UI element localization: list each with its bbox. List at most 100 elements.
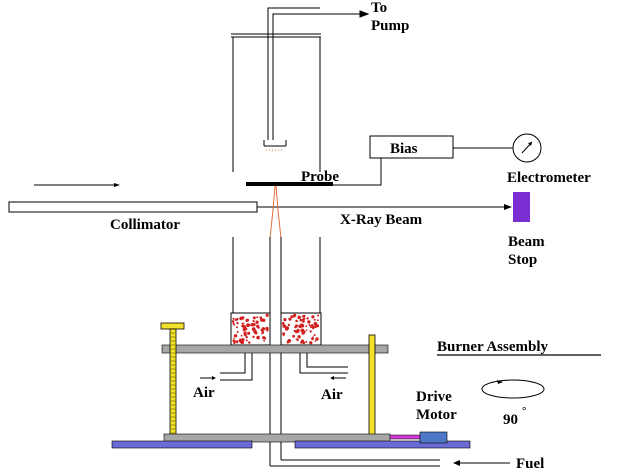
beam-stop xyxy=(513,192,530,222)
mesh-dot xyxy=(296,329,300,333)
mesh-dot xyxy=(241,338,245,342)
electrometer-dial-icon xyxy=(512,133,542,163)
mesh-dot xyxy=(233,334,238,338)
xray-beam-label: X-Ray Beam xyxy=(340,212,423,228)
mesh-dot xyxy=(235,340,239,343)
mesh-dot xyxy=(257,326,260,329)
mesh-dot xyxy=(241,322,244,325)
probe-plate xyxy=(246,182,333,186)
rotation-arrow-icon xyxy=(481,379,545,399)
mesh-dot xyxy=(281,322,285,325)
collimator xyxy=(8,201,258,213)
air-inlet-right xyxy=(299,353,348,374)
mesh-dot xyxy=(240,340,245,345)
air-inlet-left xyxy=(220,353,253,381)
degree-mark: ° xyxy=(522,405,526,417)
mesh-dot xyxy=(236,331,239,333)
mesh-dot xyxy=(244,326,247,329)
mesh-dot xyxy=(311,315,315,319)
screw-ticks xyxy=(170,332,176,438)
mesh-dot xyxy=(233,337,235,340)
mesh-dot xyxy=(288,317,292,321)
flame xyxy=(269,185,282,239)
mesh-dot xyxy=(256,335,260,340)
mesh-dot xyxy=(263,337,267,340)
mesh-dot xyxy=(261,328,264,331)
mesh-dot xyxy=(300,323,305,328)
fuel-label: Fuel xyxy=(516,456,544,470)
collimator-label: Collimator xyxy=(110,217,180,233)
mesh-dot xyxy=(292,334,295,338)
mesh-dot xyxy=(314,340,317,343)
mesh-dot xyxy=(313,334,316,337)
mesh-dot xyxy=(306,317,309,320)
mesh-dot xyxy=(250,323,254,327)
mesh-dot xyxy=(241,316,245,320)
mesh-dot xyxy=(251,327,256,331)
air-arrow-left xyxy=(200,376,216,380)
mesh-dot xyxy=(295,324,298,328)
incoming-arrow xyxy=(34,183,120,187)
mesh-dot xyxy=(231,320,235,323)
guide-post-right xyxy=(368,334,376,444)
burner-assembly-label: Burner Assembly xyxy=(437,339,548,355)
mesh-dot xyxy=(265,313,269,317)
mesh-dot xyxy=(287,323,290,327)
mesh-dot xyxy=(248,341,251,344)
mesh-dot xyxy=(245,335,248,339)
mesh-dot xyxy=(260,318,264,322)
mesh-dot xyxy=(266,329,269,332)
mesh-dot xyxy=(292,315,295,318)
mesh-dot xyxy=(252,316,256,320)
mesh-dot xyxy=(248,324,251,327)
mesh-dot xyxy=(298,317,301,320)
mesh-dot xyxy=(301,318,304,321)
mesh-dot xyxy=(252,320,255,323)
mesh-dot xyxy=(313,318,316,321)
xray-beam-line xyxy=(257,204,512,210)
mesh-dot xyxy=(256,316,259,319)
mesh-dot xyxy=(302,332,305,335)
mesh-dot xyxy=(305,341,308,343)
base-rail-left xyxy=(111,440,253,449)
mesh-dot xyxy=(308,324,311,326)
mesh-dot xyxy=(300,341,303,344)
bias-label: Bias xyxy=(390,141,418,157)
mesh-dot xyxy=(261,333,263,335)
drive-motor-label: Drive Motor xyxy=(416,389,457,423)
lower-chamber xyxy=(232,237,321,313)
mesh-dot xyxy=(285,326,290,330)
mesh-dot xyxy=(259,316,263,320)
bias-box xyxy=(369,135,454,159)
air-left-label: Air xyxy=(193,385,215,401)
pump-line xyxy=(267,7,370,140)
mesh-dot xyxy=(309,341,313,345)
probe-label: Probe xyxy=(301,169,339,185)
motor-shaft xyxy=(389,434,421,440)
fuel-arrow xyxy=(453,460,510,466)
mesh-dot xyxy=(297,335,301,339)
mesh-dot xyxy=(243,331,247,335)
mesh-dot xyxy=(311,337,314,341)
mesh-dot xyxy=(236,326,238,329)
air-arrow-right xyxy=(330,376,346,380)
mesh-dot xyxy=(303,314,306,318)
mesh-dot xyxy=(314,325,317,329)
mesh-dot xyxy=(305,329,308,332)
to-pump-label: To Pump xyxy=(371,0,409,34)
mesh-dot xyxy=(290,315,294,318)
air-right-label: Air xyxy=(321,387,343,403)
mesh-dot xyxy=(315,337,319,341)
mesh-dot xyxy=(252,335,255,338)
mesh-dot xyxy=(282,324,287,328)
mesh-dot xyxy=(235,317,239,321)
mesh-dot xyxy=(236,322,239,325)
mesh-dot xyxy=(240,334,243,337)
mesh-dot xyxy=(232,339,236,343)
mesh-dot xyxy=(233,324,236,326)
mesh-dot xyxy=(283,318,287,322)
mesh-dots xyxy=(231,313,320,345)
base-rail-right xyxy=(294,440,471,449)
drive-motor xyxy=(419,431,448,444)
mesh-dot xyxy=(317,314,319,317)
